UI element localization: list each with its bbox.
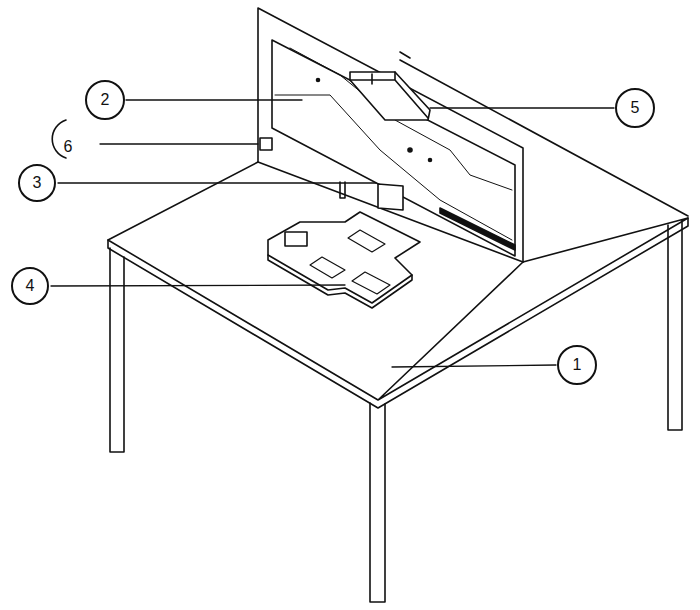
callout-circle: 2 xyxy=(85,80,125,120)
panel-rail xyxy=(440,208,515,250)
leader-line xyxy=(392,365,556,367)
small-device xyxy=(340,182,345,198)
callout-number: 5 xyxy=(631,100,640,116)
desk-top xyxy=(108,162,688,400)
small-device xyxy=(378,184,403,210)
tray-grid xyxy=(310,230,390,294)
callout-circle: 1 xyxy=(557,345,597,385)
callout-number: 1 xyxy=(573,357,582,373)
callout-circle: 3 xyxy=(18,164,56,202)
light-bar xyxy=(350,72,428,118)
desk-rear-edge xyxy=(400,52,410,58)
tray xyxy=(268,255,412,308)
callout-number: 2 xyxy=(101,92,110,108)
light-bar xyxy=(350,72,430,120)
leader-line xyxy=(126,99,302,100)
desk-leg xyxy=(668,220,682,430)
tray-cell xyxy=(285,232,307,246)
callout-number: 4 xyxy=(26,278,35,294)
screen-window xyxy=(290,48,512,190)
callout-number: 3 xyxy=(33,175,42,191)
leader-line xyxy=(100,143,258,144)
leader-line xyxy=(51,285,345,286)
dot xyxy=(408,148,412,152)
callout-number: 6 xyxy=(63,139,74,155)
square-marker xyxy=(260,138,272,150)
desk-leg xyxy=(110,248,124,452)
dot xyxy=(429,159,432,162)
leader-line xyxy=(58,182,376,183)
callout-circle: 4 xyxy=(11,267,49,305)
tray xyxy=(268,212,420,303)
desk-leg xyxy=(370,403,385,602)
leader-line xyxy=(430,107,614,108)
callout-circle: 5 xyxy=(615,88,655,128)
dot xyxy=(317,79,320,82)
